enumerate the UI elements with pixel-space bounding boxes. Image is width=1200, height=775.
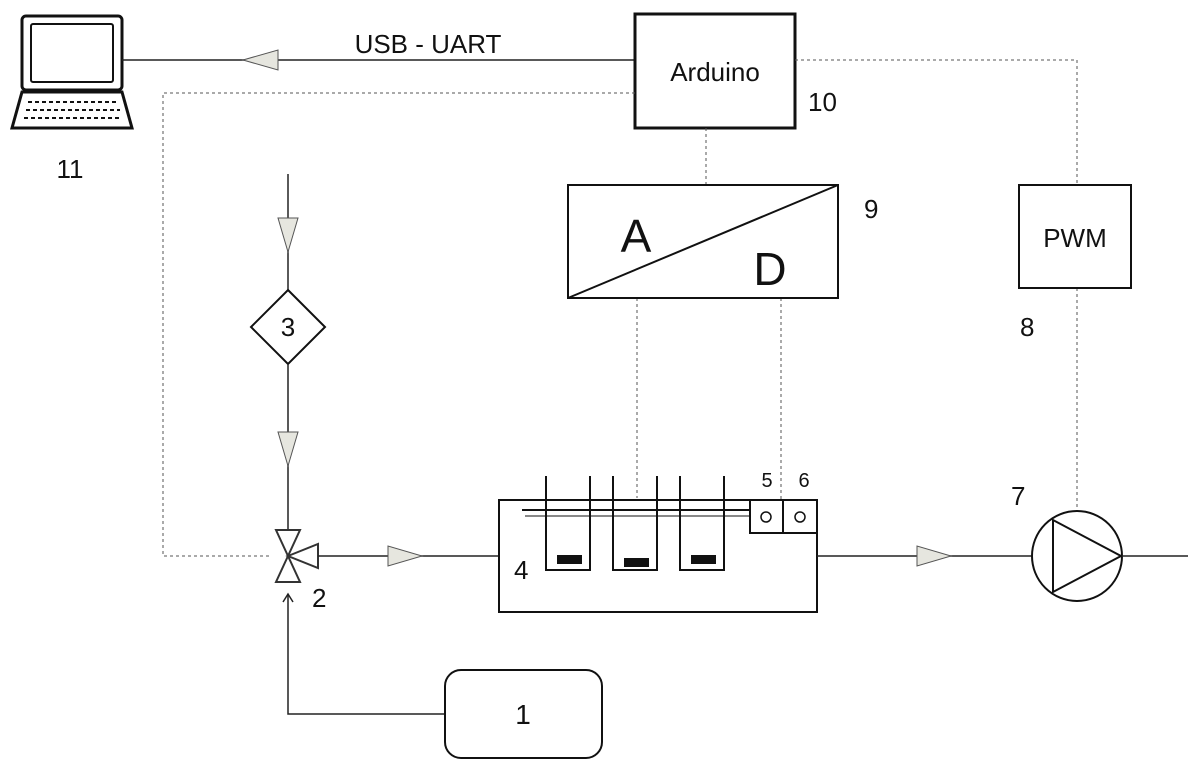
adc-d-label: D bbox=[753, 243, 786, 295]
adc-diagonal bbox=[567, 184, 839, 299]
pwm-label: PWM bbox=[1043, 223, 1107, 253]
electrode-array bbox=[522, 476, 752, 571]
three-way-valve-icon bbox=[274, 529, 319, 583]
cell-inlet-arrow-icon bbox=[387, 545, 424, 567]
label-6: 6 bbox=[798, 470, 809, 492]
label-10: 10 bbox=[808, 87, 837, 117]
sensor-block bbox=[749, 499, 818, 534]
flow-meter-label: 3 bbox=[281, 312, 295, 342]
valve-control-line bbox=[162, 92, 635, 557]
pwm-control-line bbox=[795, 59, 1078, 185]
label-8: 8 bbox=[1020, 312, 1034, 342]
label-2: 2 bbox=[312, 583, 326, 613]
arduino-label: Arduino bbox=[670, 57, 760, 87]
label-5: 5 bbox=[761, 470, 772, 492]
label-4: 4 bbox=[514, 555, 528, 585]
pwm-box bbox=[1018, 184, 1132, 289]
label-11: 11 bbox=[57, 154, 84, 184]
label-9: 9 bbox=[864, 194, 878, 224]
inlet-arrow-2-icon bbox=[277, 431, 299, 468]
usb-arrow-icon bbox=[241, 49, 279, 71]
usb-uart-label: USB - UART bbox=[355, 29, 502, 59]
reservoir-arrowhead-icon bbox=[282, 592, 294, 603]
arduino-box bbox=[633, 12, 797, 130]
adc-a-label: A bbox=[621, 210, 652, 262]
pump-inlet-arrow-icon bbox=[916, 545, 953, 567]
reservoir-label: 1 bbox=[515, 699, 531, 730]
inlet-arrow-icon bbox=[277, 217, 299, 254]
label-7: 7 bbox=[1011, 481, 1025, 511]
laptop-icon bbox=[10, 14, 134, 130]
pump-icon bbox=[1031, 510, 1124, 602]
reservoir-line bbox=[287, 594, 445, 715]
reservoir-box bbox=[444, 669, 603, 759]
